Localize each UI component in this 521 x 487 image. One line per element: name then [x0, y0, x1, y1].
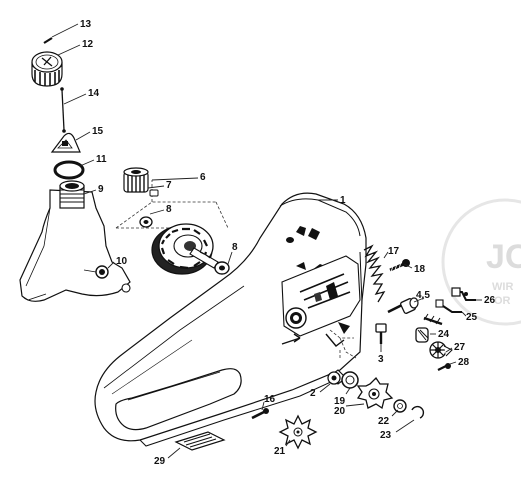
callout-16: 16 [264, 394, 276, 405]
callout-15: 15 [92, 126, 104, 137]
callout-23: 23 [380, 430, 392, 441]
callout-8-upper: 8 [166, 204, 172, 215]
part-washer-right [214, 261, 230, 275]
part-tensioner-wheel-27 [429, 341, 453, 359]
callout-labels: 13 12 14 15 11 9 6 7 8 8 10 1 17 18 4,5 … [80, 19, 496, 467]
part-tensioner-24 [415, 313, 443, 343]
part-screw-18 [389, 259, 410, 273]
part-bolt-3 [375, 323, 387, 344]
part-drive-pinion [123, 167, 159, 197]
part-e-clip-23 [411, 405, 425, 419]
callout-29: 29 [154, 456, 166, 467]
callout-22: 22 [378, 416, 390, 427]
watermark-big-text: JO [486, 238, 521, 276]
callout-1: 1 [340, 195, 346, 206]
callout-14: 14 [88, 88, 100, 99]
callout-27: 27 [454, 342, 466, 353]
part-tension-spring [359, 244, 386, 305]
callout-25: 25 [466, 312, 478, 323]
callout-10: 10 [116, 256, 128, 267]
part-breather-pin [43, 37, 53, 44]
part-filler-cap [31, 51, 63, 87]
part-bracket-25 [435, 299, 462, 313]
callout-19: 19 [334, 396, 346, 407]
callout-18: 18 [414, 264, 426, 275]
watermark-line2: OR [494, 295, 511, 307]
watermark-line1: WIR [492, 281, 513, 293]
leader-lines [51, 23, 482, 459]
part-screw-28 [437, 363, 451, 371]
callout-6: 6 [200, 172, 206, 183]
callout-26: 26 [484, 295, 496, 306]
part-housing-cover [94, 192, 367, 447]
callout-13: 13 [80, 19, 92, 30]
part-washer-19 [341, 371, 359, 389]
part-retaining-cord [60, 87, 66, 133]
part-sprocket-21 [278, 414, 318, 450]
part-lever-26 [451, 287, 476, 301]
part-adjusting-screw [387, 297, 419, 314]
part-screw-16 [251, 408, 269, 420]
callout-21: 21 [274, 446, 286, 457]
callout-8-lower: 8 [232, 242, 238, 253]
part-washer-left [139, 216, 153, 228]
part-gear-drum [151, 223, 219, 275]
callout-3: 3 [378, 354, 384, 365]
part-seal-ring [53, 160, 85, 180]
watermark: JO WIR OR [441, 198, 521, 326]
part-washer-22 [393, 399, 407, 413]
callout-9: 9 [98, 184, 104, 195]
callout-20: 20 [334, 406, 346, 417]
callout-4-5: 4,5 [416, 290, 430, 301]
callout-24: 24 [438, 329, 450, 340]
part-label-plate-29 [174, 431, 226, 451]
assembly-sprocket-bracket [329, 329, 357, 360]
callout-17: 17 [388, 246, 400, 257]
part-oil-tank [19, 180, 131, 302]
callout-12: 12 [82, 39, 94, 50]
part-sprocket-20 [356, 376, 394, 410]
callout-28: 28 [458, 357, 470, 368]
callout-2: 2 [310, 388, 316, 399]
part-cap-holder [50, 132, 81, 153]
callout-11: 11 [96, 154, 107, 165]
callout-7: 7 [166, 180, 172, 191]
